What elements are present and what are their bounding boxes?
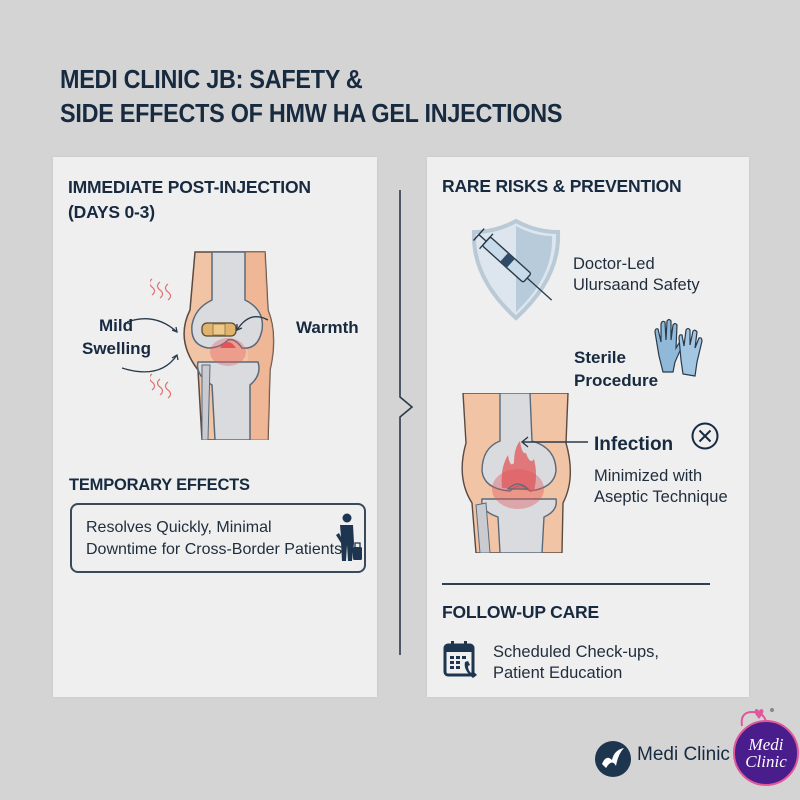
stethoscope-heart-icon [740,708,774,727]
infection-arrow [520,436,588,448]
brand-name: Medi Clinic [637,744,730,765]
infection-description: Minimized with Aseptic Technique [594,466,728,508]
badge-line-2: Clinic [745,752,787,771]
swelling-label: Mild Swelling [82,314,151,360]
traveler-luggage-icon [336,513,362,561]
followup-line-1: Scheduled Check-ups, [493,643,660,661]
page-title: MEDI CLINIC JB: SAFETY & SIDE EFFECTS OF… [60,62,563,130]
doctor-led-line-2: Ulursaand Safety [573,276,700,294]
infection-line-1: Minimized with [594,467,703,485]
warmth-label: Warmth [296,318,359,337]
sterile-procedure-label: Sterile Procedure [574,346,658,392]
medi-clinic-logo-icon [595,741,631,777]
temporary-effects-box: Resolves Quickly, Minimal Downtime for C… [70,503,366,573]
badge-line-1: Medi [748,735,784,754]
title-line-2: SIDE EFFECTS OF HMW HA GEL INJECTIONS [60,98,563,128]
sterile-line-2: Procedure [574,371,659,390]
doctor-led-line-1: Doctor-Led [573,255,655,273]
followup-heading: FOLLOW-UP CARE [442,602,599,622]
calendar-phone-icon [443,641,477,678]
temporary-effects-heading: TEMPORARY EFFECTS [69,476,250,494]
sterile-gloves-icon [654,318,703,377]
temporary-effects-line-1: Resolves Quickly, Minimal [86,519,272,536]
infection-line-2: Aseptic Technique [594,488,728,506]
medi-clinic-badge: Medi Clinic [733,720,799,786]
swelling-label-line-1: Mild [99,316,133,335]
sterile-line-1: Sterile [574,348,626,367]
shield-syringe-icon [471,218,561,321]
immediate-heading: IMMEDIATE POST-INJECTION (DAYS 0-3) [68,175,311,225]
rare-risks-heading: RARE RISKS & PREVENTION [442,176,682,196]
temporary-effects-line-2: Downtime for Cross-Border Patients [86,541,343,558]
doctor-led-label: Doctor-Led Ulursaand Safety [573,254,700,296]
followup-divider [442,583,710,585]
immediate-heading-line-1: IMMEDIATE POST-INJECTION [68,177,311,197]
cancel-x-circle-icon [691,422,719,450]
swollen-knee-illustration [150,251,275,440]
infected-knee-illustration [461,393,571,553]
infection-title: Infection [594,434,674,455]
annotation-arrows [121,316,269,373]
immediate-heading-line-2: (DAYS 0-3) [68,202,155,222]
title-line-1: MEDI CLINIC JB: SAFETY & [60,64,363,94]
followup-description: Scheduled Check-ups, Patient Education [493,642,659,684]
swelling-label-line-2: Swelling [82,339,151,358]
panel-divider [399,190,414,655]
temporary-effects-text: Resolves Quickly, Minimal Downtime for C… [86,517,342,561]
followup-line-2: Patient Education [493,664,623,682]
